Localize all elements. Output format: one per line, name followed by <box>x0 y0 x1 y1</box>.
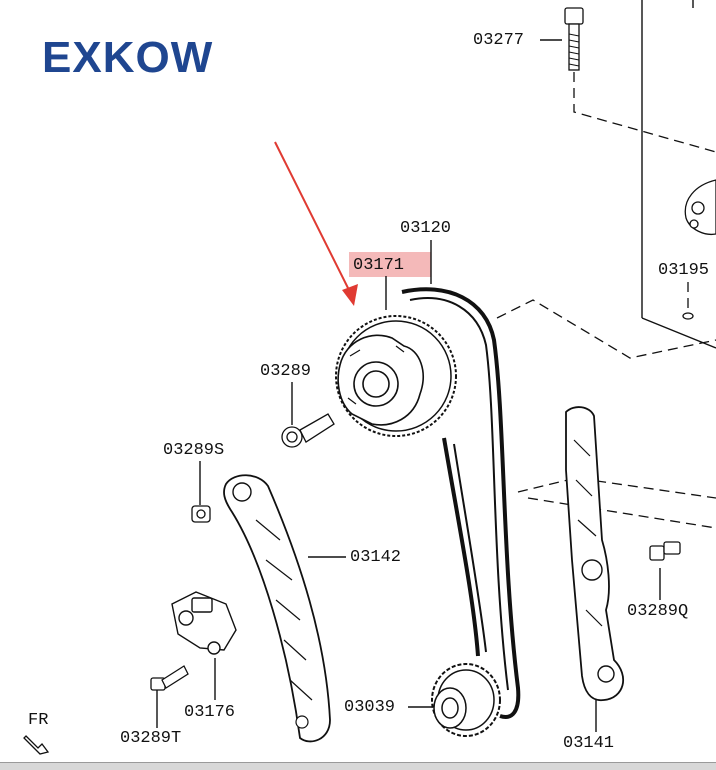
part-label-03039: 03039 <box>344 698 396 717</box>
cam-cap-partial <box>682 179 716 320</box>
window-bottom-edge <box>0 762 716 770</box>
part-label-03289t: 03289T <box>120 729 182 748</box>
part-label-03171: 03171 <box>353 256 405 275</box>
pointer-arrow <box>274 141 358 306</box>
part-label-03289q: 03289Q <box>627 602 689 621</box>
part-label-03176: 03176 <box>184 703 236 722</box>
timing-chain <box>401 287 521 719</box>
bolt-bottom <box>150 665 189 691</box>
part-label-03195: 03195 <box>658 261 710 280</box>
part-label-03142: 03142 <box>350 548 402 567</box>
crank-sprocket <box>431 663 501 737</box>
bolt-top <box>564 7 584 71</box>
direction-label: FR <box>28 711 49 730</box>
part-label-03289: 03289 <box>260 362 312 381</box>
part-label-03277: 03277 <box>473 31 525 50</box>
leader-dashed <box>496 299 716 359</box>
chain-guide-left <box>223 474 331 743</box>
bolt-right <box>649 541 681 561</box>
brand-logo: EXKOW <box>42 33 214 82</box>
part-label-03120: 03120 <box>400 219 452 238</box>
cam-sprocket <box>335 315 457 437</box>
fr-arrow-icon <box>23 735 50 755</box>
part-highlight <box>349 252 431 277</box>
leader-dashed <box>517 477 716 499</box>
leader-dashed <box>573 72 716 153</box>
part-label-03289s: 03289S <box>163 441 225 460</box>
tensioner <box>171 591 237 655</box>
part-label-03141: 03141 <box>563 734 615 753</box>
chain-guide-right <box>565 406 624 702</box>
nut-small <box>191 505 211 523</box>
housing-edge <box>641 317 716 349</box>
leader-dashed <box>527 497 716 529</box>
bolt-left <box>281 413 335 448</box>
